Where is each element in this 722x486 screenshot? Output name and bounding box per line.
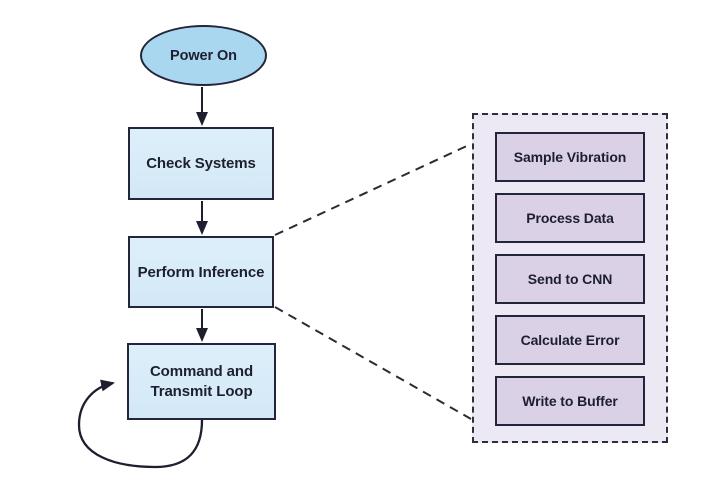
node-check-systems: Check Systems (128, 127, 274, 200)
node-check-systems-label: Check Systems (146, 155, 256, 172)
panel-item-calculate-error: Calculate Error (495, 315, 645, 365)
node-command-transmit-loop: Command and Transmit Loop (127, 343, 276, 420)
node-power-on-label: Power On (170, 47, 237, 64)
panel-item-send-to-cnn: Send to CNN (495, 254, 645, 304)
inference-detail-panel: Sample Vibration Process Data Send to CN… (472, 113, 668, 443)
node-command-label-line2: Transmit Loop (150, 382, 253, 400)
panel-item-label: Sample Vibration (513, 149, 627, 165)
loop-arrow-command (77, 379, 204, 469)
panel-item-label: Process Data (526, 210, 614, 226)
panel-item-label: Calculate Error (520, 332, 620, 348)
dashed-connector-bottom (274, 306, 472, 420)
dashed-connector-top (274, 143, 472, 236)
panel-item-label: Send to CNN (527, 271, 613, 287)
panel-item-process-data: Process Data (495, 193, 645, 243)
panel-item-sample-vibration: Sample Vibration (495, 132, 645, 182)
panel-item-label: Write to Buffer (522, 393, 618, 409)
node-command-label-line1: Command and (149, 363, 254, 380)
panel-item-write-to-buffer: Write to Buffer (495, 376, 645, 426)
node-perform-inference-label: Perform Inference (137, 263, 265, 281)
node-perform-inference: Perform Inference (128, 236, 274, 308)
node-power-on: Power On (140, 25, 267, 86)
